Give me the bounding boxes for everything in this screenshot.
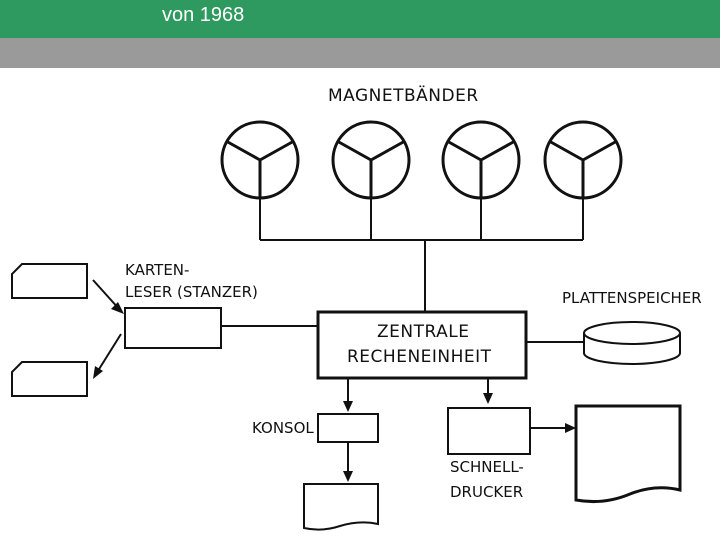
console-paper (303, 483, 379, 531)
tape-unit-2 (331, 120, 411, 200)
card-reader-box (124, 307, 222, 349)
magnetbaender-label: MAGNETBÄNDER (328, 85, 479, 106)
tape-unit-1 (220, 120, 300, 200)
card-deck-input (11, 263, 88, 299)
tape-unit-3 (441, 120, 521, 200)
printer-box (447, 407, 531, 455)
tape-unit-4 (543, 120, 623, 200)
karten-label-line1: KARTEN- (125, 261, 189, 279)
cpu-box (316, 310, 528, 380)
card-output-arrow (93, 333, 122, 379)
header-bar: von 1968 (0, 0, 720, 38)
karten-label-line2: LESER (STANZER) (125, 283, 258, 301)
cpu-console-arrowhead (343, 401, 353, 412)
disk-storage (583, 321, 681, 365)
schnell-label-line2: DRUCKER (450, 483, 523, 501)
schnell-label-line1: SCHNELL- (450, 458, 524, 476)
printer-paper-arrowhead (565, 423, 576, 433)
printout-paper (574, 404, 682, 503)
computer-system-diagram: MAGNETBÄNDER KARTEN- LESER (STANZER) ZEN… (11, 85, 702, 531)
console-box (317, 413, 379, 443)
console-paper-arrowhead (343, 471, 353, 482)
konsol-label: KONSOL (252, 419, 314, 437)
card-input-arrow (92, 279, 124, 314)
zentrale-label-line1: ZENTRALE (377, 322, 469, 342)
slide-title: von 1968 (162, 4, 245, 26)
zentrale-label-line2: RECHENEINHEIT (347, 347, 492, 367)
plattenspeicher-label: PLATTENSPEICHER (562, 289, 702, 307)
subheader-bar (0, 38, 720, 68)
card-deck-output (11, 361, 88, 397)
tape-bus-line (259, 198, 584, 312)
cpu-printer-arrowhead (483, 393, 493, 404)
